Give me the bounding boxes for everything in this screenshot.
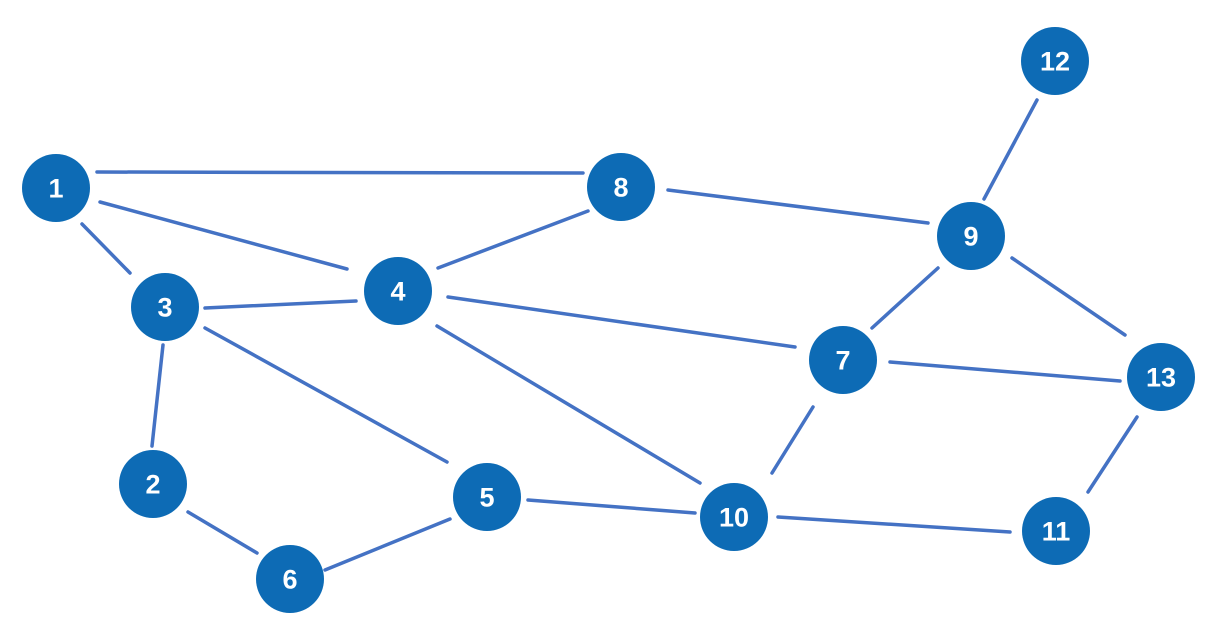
edge-4-7 bbox=[446, 295, 797, 349]
node-1-circle[interactable] bbox=[22, 154, 90, 222]
graph-node-9[interactable]: 9 bbox=[937, 202, 1005, 270]
edge-10-11 bbox=[776, 515, 1012, 534]
graph-node-5[interactable]: 5 bbox=[453, 463, 521, 531]
graph-node-2[interactable]: 2 bbox=[119, 450, 187, 518]
node-3-circle[interactable] bbox=[131, 273, 199, 341]
node-7-circle[interactable] bbox=[809, 326, 877, 394]
graph-node-1[interactable]: 1 bbox=[22, 154, 90, 222]
edge-4-8 bbox=[436, 209, 590, 270]
edge-8-9 bbox=[666, 188, 930, 225]
graph-node-6[interactable]: 6 bbox=[256, 545, 324, 613]
edge-7-9 bbox=[870, 266, 940, 330]
graph-node-3[interactable]: 3 bbox=[131, 273, 199, 341]
node-12-circle[interactable] bbox=[1021, 27, 1089, 95]
graph-node-12[interactable]: 12 bbox=[1021, 27, 1089, 95]
graph-node-7[interactable]: 7 bbox=[809, 326, 877, 394]
node-10-circle[interactable] bbox=[700, 483, 768, 551]
edge-4-10 bbox=[435, 324, 702, 485]
node-11-circle[interactable] bbox=[1022, 497, 1090, 565]
node-5-circle[interactable] bbox=[453, 463, 521, 531]
edge-1-4 bbox=[98, 200, 349, 271]
graph-node-13[interactable]: 13 bbox=[1127, 343, 1195, 411]
edge-1-8 bbox=[95, 170, 585, 175]
edge-1-3 bbox=[80, 222, 132, 275]
graph-node-11[interactable]: 11 bbox=[1022, 497, 1090, 565]
edge-3-2 bbox=[150, 343, 165, 448]
node-8-circle[interactable] bbox=[587, 153, 655, 221]
edge-9-12 bbox=[982, 98, 1039, 201]
edge-10-7 bbox=[770, 405, 815, 475]
edge-9-13 bbox=[1010, 256, 1127, 337]
graph-node-8[interactable]: 8 bbox=[587, 153, 655, 221]
edges-layer bbox=[80, 98, 1139, 572]
edge-7-13 bbox=[888, 360, 1122, 383]
edge-3-4 bbox=[203, 299, 358, 310]
edge-11-13 bbox=[1086, 415, 1139, 494]
edge-2-6 bbox=[186, 510, 259, 555]
graph-node-4[interactable]: 4 bbox=[364, 257, 432, 325]
graph-node-10[interactable]: 10 bbox=[700, 483, 768, 551]
edge-5-10 bbox=[526, 498, 697, 515]
node-9-circle[interactable] bbox=[937, 202, 1005, 270]
node-2-circle[interactable] bbox=[119, 450, 187, 518]
node-6-circle[interactable] bbox=[256, 545, 324, 613]
edge-6-5 bbox=[323, 517, 452, 572]
node-13-circle[interactable] bbox=[1127, 343, 1195, 411]
node-4-circle[interactable] bbox=[364, 257, 432, 325]
edge-3-5 bbox=[203, 326, 449, 464]
